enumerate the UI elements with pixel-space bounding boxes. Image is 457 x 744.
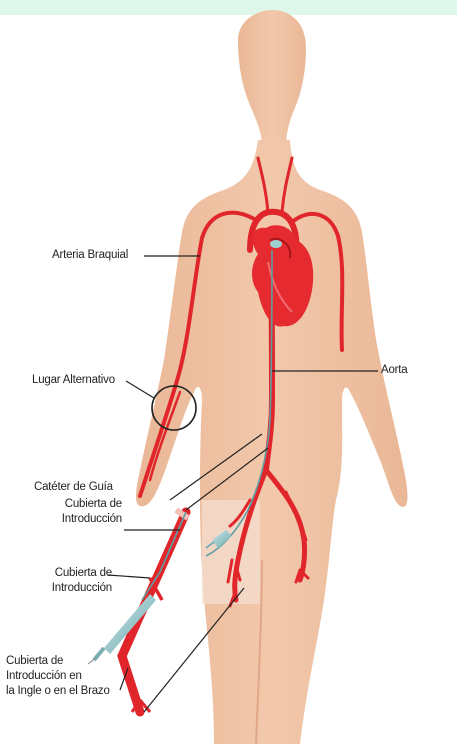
label-aorta: Aorta <box>381 363 408 378</box>
label-sheath-1: Cubierta de Introducción <box>58 497 122 527</box>
label-brachial-artery: Arteria Braquial <box>52 248 128 263</box>
head <box>238 10 306 146</box>
label-sheath-2-line1: Cubierta de <box>40 566 112 581</box>
leader-sheath2 <box>108 575 150 578</box>
label-sheath-3: Cubierta de Introducción en la Ingle o e… <box>6 654 126 699</box>
label-sheath-2-line2: Introducción <box>40 581 112 596</box>
label-guide-catheter: Catéter de Guía <box>34 480 113 495</box>
label-sheath-1-line1: Cubierta de <box>58 497 122 512</box>
label-sheath-3-line3: la Ingle o en el Brazo <box>6 684 126 699</box>
label-sheath-3-line2: Introducción en <box>6 669 126 684</box>
leader-alt <box>126 381 154 398</box>
label-sheath-1-line2: Introducción <box>58 512 122 527</box>
label-sheath-3-line1: Cubierta de <box>6 654 126 669</box>
label-sheath-2: Cubierta de Introducción <box>40 566 112 596</box>
label-alternative-site: Lugar Alternativo <box>32 373 115 388</box>
